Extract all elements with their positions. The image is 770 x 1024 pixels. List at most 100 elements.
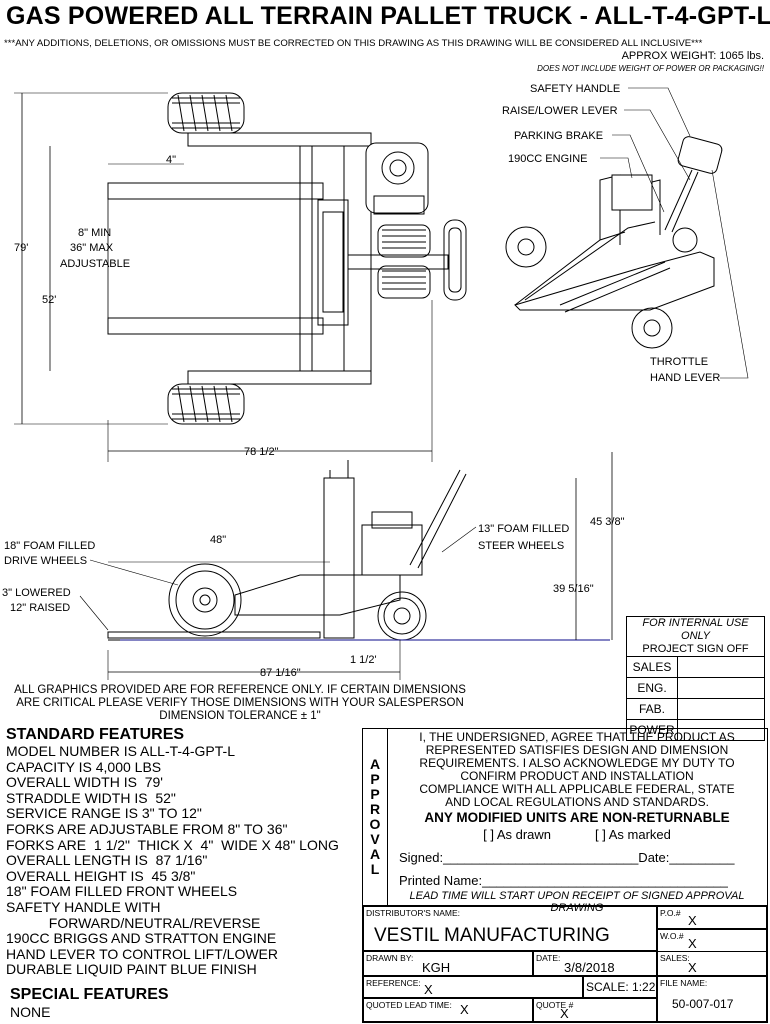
- dim-79: 79': [14, 242, 28, 254]
- approval-letter: V: [370, 831, 380, 847]
- standard-feature-line: DURABLE LIQUID PAINT BLUE FINISH: [6, 961, 257, 978]
- drawing-title: GAS POWERED ALL TERRAIN PALLET TRUCK - A…: [6, 2, 770, 30]
- dim-4: 4": [166, 154, 176, 166]
- standard-feature-line: HAND LEVER TO CONTROL LIFT/LOWER: [6, 945, 279, 962]
- sales-value: X: [688, 960, 697, 975]
- standard-feature-line: FORKS ARE ADJUSTABLE FROM 8" TO 36": [6, 820, 288, 837]
- dim-45: 45 3/8": [590, 516, 625, 528]
- file-name-cell: FILE NAME: 50-007-017: [657, 976, 767, 1022]
- sign-off-row-eng[interactable]: ENG.: [627, 678, 764, 699]
- printed-name-field[interactable]: Printed Name:___________________________…: [399, 873, 728, 888]
- top-tire-rear-left: [167, 383, 245, 425]
- approval-letter: R: [369, 801, 381, 817]
- approval-paragraph-line: CONFIRM PRODUCT AND INSTALLATION: [460, 769, 694, 783]
- quote-value: X: [560, 1006, 569, 1021]
- project-sign-off-label: PROJECT SIGN OFF: [642, 643, 749, 655]
- scale-cell: SCALE: 1:22: [583, 976, 657, 998]
- approval-letter: P: [370, 786, 380, 802]
- as-drawn-checkbox[interactable]: [ ] As drawn: [483, 827, 552, 842]
- approval-letter: A: [369, 846, 381, 862]
- label-steer-wheels-2: STEER WHEELS: [478, 540, 564, 552]
- standard-feature-line: OVERALL HEIGHT IS 45 3/8": [6, 867, 196, 884]
- adjustable-line-3: ADJUSTABLE: [60, 258, 130, 270]
- standard-feature-line: SAFETY HANDLE WITH: [6, 898, 161, 915]
- sign-off-row-fab[interactable]: FAB.: [627, 699, 764, 720]
- approval-paragraph-line: COMPLIANCE WITH ALL APPLICABLE FEDERAL, …: [419, 782, 735, 796]
- approval-paragraph: I, THE UNDERSIGNED, AGREE THAT THE PRODU…: [389, 731, 765, 809]
- drawn-by-value: KGH: [422, 960, 451, 975]
- approx-weight: APPROX WEIGHT: 1065 lbs.: [621, 50, 764, 62]
- quoted-lead-time-cell: QUOTED LEAD TIME: X: [363, 998, 533, 1022]
- wo-value: X: [688, 936, 697, 951]
- scale-value: SCALE: 1:22: [586, 980, 656, 994]
- approval-letter: A: [369, 756, 381, 772]
- label-raised: 12" RAISED: [10, 602, 70, 614]
- standard-feature-line: OVERALL WIDTH IS 79': [6, 774, 163, 791]
- standard-feature-line: MODEL NUMBER IS ALL-T-4-GPT-L: [6, 743, 235, 759]
- dim-39: 39 5/16": [553, 583, 594, 595]
- project-sign-off-box: FOR INTERNAL USE ONLY PROJECT SIGN OFF S…: [626, 616, 765, 741]
- file-name-value: 50-007-017: [672, 997, 734, 1011]
- label-engine: 190CC ENGINE: [508, 153, 587, 165]
- weight-note: DOES NOT INCLUDE WEIGHT OF POWER OR PACK…: [537, 64, 764, 73]
- approval-letter: P: [370, 771, 380, 787]
- date-cell: DATE: 3/8/2018: [533, 951, 657, 976]
- wo-cell: W.O.# X: [657, 929, 767, 952]
- approval-paragraph-line: I, THE UNDERSIGNED, AGREE THAT THE PRODU…: [419, 730, 735, 744]
- sales-cell: SALES: X: [657, 951, 767, 976]
- po-cell: P.O.# X: [657, 906, 767, 929]
- standard-feature-line: STRADDLE WIDTH IS 52": [6, 789, 176, 806]
- label-steer-wheels-1: 13" FOAM FILLED: [478, 523, 569, 535]
- dim-52: 52': [42, 294, 56, 306]
- distributor-cell: DISTRIBUTOR'S NAME: VESTIL MANUFACTURING: [363, 906, 657, 951]
- approval-letter: O: [369, 816, 381, 832]
- approval-paragraph-line: REQUIREMENTS. I ALSO ACKNOWLEDGE MY DUTY…: [419, 756, 735, 770]
- reference-note-line-2: ARE CRITICAL PLEASE VERIFY THOSE DIMENSI…: [16, 697, 464, 709]
- standard-feature-line: 190CC BRIGGS AND STRATTON ENGINE: [6, 930, 277, 947]
- standard-feature-line: 18" FOAM FILLED FRONT WHEELS: [6, 883, 238, 900]
- standard-feature-line: CAPACITY IS 4,000 LBS: [6, 758, 162, 775]
- label-drive-wheels-1: 18" FOAM FILLED: [4, 540, 95, 552]
- disclaimer-text: ***ANY ADDITIONS, DELETIONS, OR OMISSION…: [4, 38, 703, 49]
- standard-features: STANDARD FEATURES MODEL NUMBER IS ALL-T-…: [6, 726, 366, 978]
- label-safety-handle: SAFETY HANDLE: [530, 83, 620, 95]
- non-returnable-warning: ANY MODIFIED UNITS ARE NON-RETURNABLE: [424, 810, 730, 825]
- technical-drawing: 4" 8" MIN 36" MAX ADJUSTABLE 79' 52' 78 …: [2, 83, 749, 680]
- approval-paragraph-line: REPRESENTED SATISFIES DESIGN AND DIMENSI…: [425, 743, 729, 757]
- special-features-value: NONE: [10, 1004, 51, 1020]
- adjustable-line-1: 8" MIN: [78, 227, 111, 239]
- reference-note-line-1: ALL GRAPHICS PROVIDED ARE FOR REFERENCE …: [14, 684, 466, 696]
- sign-off-row-power[interactable]: POWER: [627, 720, 764, 740]
- reference-note-line-3: DIMENSION TOLERANCE ± 1": [159, 710, 321, 722]
- distributor-name: VESTIL MANUFACTURING: [374, 925, 610, 946]
- sign-off-row-sales[interactable]: SALES: [627, 657, 764, 678]
- reference-note: ALL GRAPHICS PROVIDED ARE FOR REFERENCE …: [10, 684, 470, 723]
- quote-cell: QUOTE # X: [533, 998, 657, 1022]
- label-drive-wheels-2: DRIVE WHEELS: [4, 555, 87, 567]
- reference-value: X: [424, 982, 433, 997]
- adjustable-line-2: 36" MAX: [70, 242, 114, 254]
- signed-date-field[interactable]: Signed:___________________________Date:_…: [399, 850, 735, 865]
- title-block: DISTRIBUTOR'S NAME: VESTIL MANUFACTURING…: [362, 905, 768, 1023]
- internal-use-label: FOR INTERNAL USE ONLY: [642, 617, 749, 642]
- special-features: SPECIAL FEATURES NONE: [10, 986, 169, 1020]
- label-throttle-1: THROTTLE: [650, 356, 708, 368]
- standard-features-heading: STANDARD FEATURES: [6, 726, 185, 743]
- top-tire-front-left: [167, 92, 245, 134]
- date-value: 3/8/2018: [564, 960, 615, 975]
- quoted-lead-time-value: X: [460, 1002, 469, 1017]
- approval-paragraph-line: AND LOCAL REGULATIONS AND STANDARDS.: [445, 795, 709, 809]
- reference-cell: REFERENCE: X: [363, 976, 583, 998]
- label-raise-lower: RAISE/LOWER LEVER: [502, 105, 618, 117]
- label-throttle-2: HAND LEVER: [650, 372, 720, 384]
- as-marked-checkbox[interactable]: [ ] As marked: [595, 827, 671, 842]
- dim-78: 78 1/2": [244, 446, 279, 458]
- special-features-heading: SPECIAL FEATURES: [10, 986, 169, 1003]
- label-parking-brake: PARKING BRAKE: [514, 130, 603, 142]
- standard-feature-line: FORKS ARE 1 1/2" THICK X 4" WIDE X 48" L…: [6, 836, 339, 853]
- approval-letter: L: [370, 861, 380, 877]
- dim-48: 48": [210, 534, 226, 546]
- dim-1-5: 1 1/2': [350, 654, 377, 666]
